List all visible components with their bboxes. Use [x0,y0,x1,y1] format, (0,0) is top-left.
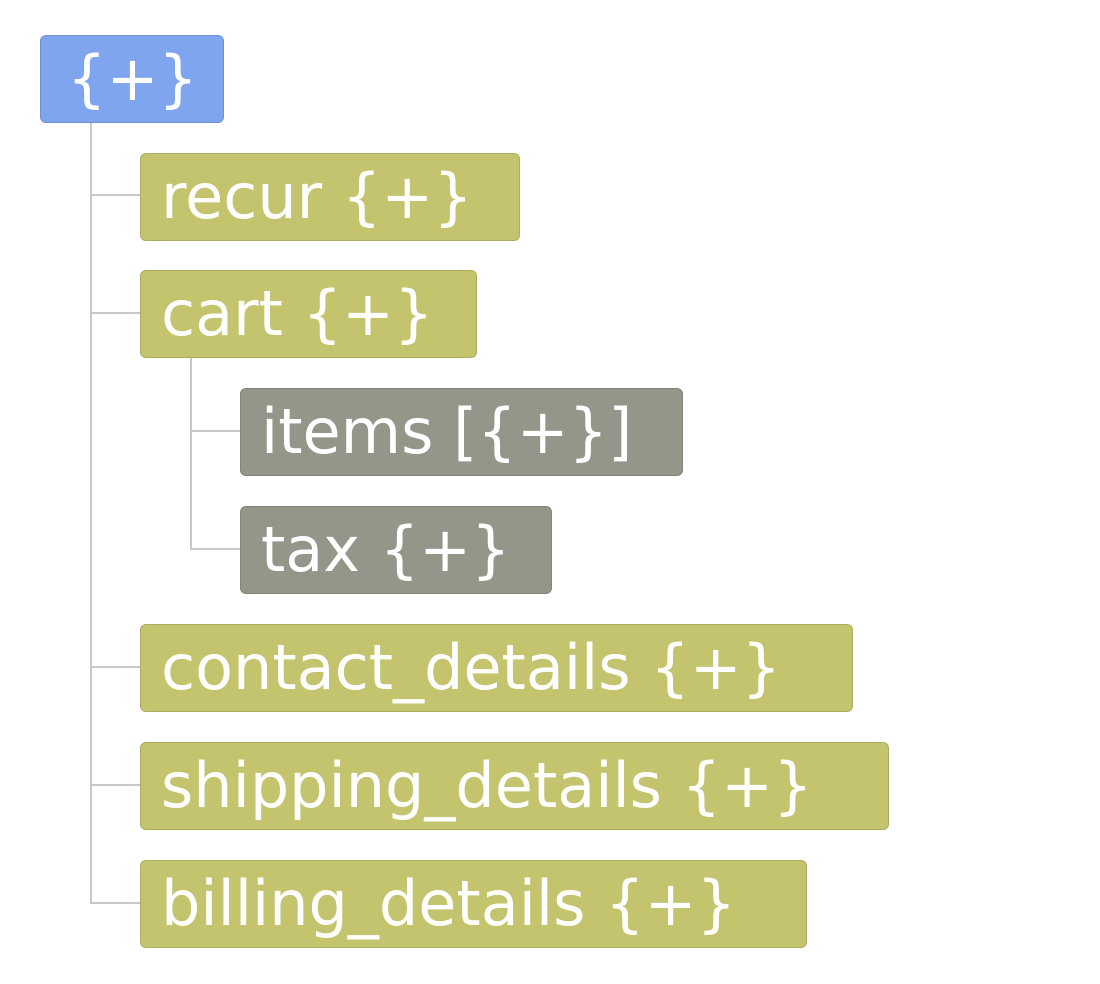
branch-connector-billing-details [90,902,140,904]
node-cart[interactable]: cart {+} [140,270,477,358]
branch-connector-contact-details [90,666,140,668]
node-cart-tax[interactable]: tax {+} [240,506,552,594]
node-billing-details[interactable]: billing_details {+} [140,860,807,948]
cart-trunk-connector [190,358,192,550]
root-node[interactable]: {+} [40,35,224,123]
root-trunk-connector [90,123,92,904]
node-cart-items[interactable]: items [{+}] [240,388,683,476]
branch-connector-cart [90,312,140,314]
branch-connector-shipping-details [90,784,140,786]
node-recur[interactable]: recur {+} [140,153,520,241]
branch-connector-items [190,430,240,432]
branch-connector-tax [190,548,240,550]
node-shipping-details[interactable]: shipping_details {+} [140,742,889,830]
node-contact-details[interactable]: contact_details {+} [140,624,853,712]
branch-connector-recur [90,194,140,196]
